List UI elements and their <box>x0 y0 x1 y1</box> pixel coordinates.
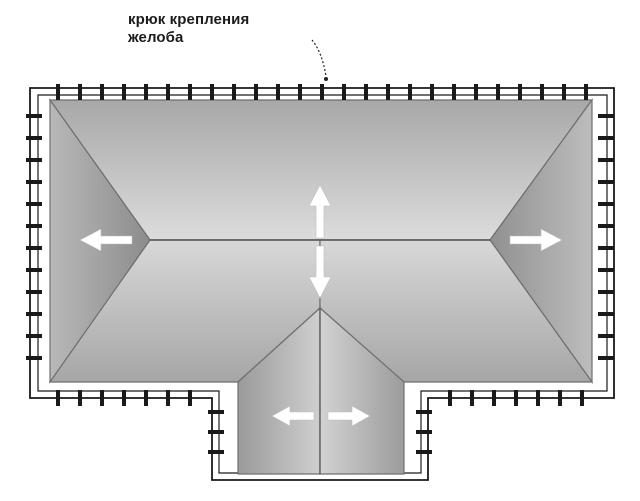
gutter-hook-icon <box>26 290 42 294</box>
gutter-hook-icon <box>56 390 60 406</box>
gutter-hooks <box>26 84 614 454</box>
gutter-hook-icon <box>416 410 432 414</box>
gutter-hook-icon <box>430 84 434 100</box>
gutter-hook-icon <box>166 390 170 406</box>
callout-label-line1: крюк крепления <box>128 11 250 28</box>
gutter-hook-icon <box>448 390 452 406</box>
gutter-hook-icon <box>78 84 82 100</box>
callout-label-line2: желоба <box>128 29 184 46</box>
gutter-hook-icon <box>474 84 478 100</box>
gutter-hook-icon <box>540 84 544 100</box>
gutter-hook-icon <box>26 268 42 272</box>
gutter-hook-icon <box>364 84 368 100</box>
gutter-hook-icon <box>598 334 614 338</box>
gutter-hook-icon <box>470 390 474 406</box>
gutter-hook-icon <box>416 450 432 454</box>
drainage-arrows <box>79 184 563 427</box>
gutter-hook-icon <box>518 84 522 100</box>
gutter-hook-icon <box>254 84 258 100</box>
gutter-hook-icon <box>276 84 280 100</box>
callout-leader-dot <box>324 77 328 81</box>
gutter-hook-icon <box>514 390 518 406</box>
gutter-hook-icon <box>598 158 614 162</box>
gutter-hook-icon <box>598 114 614 118</box>
gutter-hook-icon <box>342 84 346 100</box>
gutter-hook-icon <box>208 410 224 414</box>
gutter-hook-icon <box>558 390 562 406</box>
gutter-hook-icon <box>598 136 614 140</box>
callout-leader-line <box>311 39 327 77</box>
gutter-hook-icon <box>144 390 148 406</box>
gutter-hook-icon <box>598 202 614 206</box>
drain-arrow-icon <box>79 228 133 252</box>
gutter-outline <box>29 87 615 481</box>
gutter-hook-icon <box>26 224 42 228</box>
gutter-hook-icon <box>416 430 432 434</box>
gutter-hook-icon <box>26 334 42 338</box>
gutter-hook-icon <box>26 202 42 206</box>
gutter-hook-icon <box>298 84 302 100</box>
drain-arrow-icon <box>271 405 315 427</box>
gutter-hook-icon <box>598 224 614 228</box>
drain-arrow-icon <box>308 184 332 239</box>
gutter-hook-icon <box>320 84 324 100</box>
gutter-hook-icon <box>56 84 60 100</box>
gutter-hook-icon <box>584 84 588 100</box>
gutter-hook-icon <box>100 390 104 406</box>
gutter-hook-icon <box>26 136 42 140</box>
gutter-hook-icon <box>598 180 614 184</box>
gutter-hook-icon <box>232 84 236 100</box>
gutter-hook-icon <box>122 390 126 406</box>
gutter-hook-icon <box>536 390 540 406</box>
gutter-hook-icon <box>598 356 614 360</box>
drain-arrow-icon <box>308 245 332 299</box>
gutter-hook-icon <box>122 84 126 100</box>
gutter-hook-icon <box>580 390 584 406</box>
drain-arrow-icon <box>327 405 371 427</box>
gutter-hook-icon <box>598 312 614 316</box>
gutter-hook-icon <box>598 290 614 294</box>
gutter-hook-icon <box>598 246 614 250</box>
gutter-hook-icon <box>386 84 390 100</box>
callout-label: крюк крепления желоба <box>128 11 328 47</box>
gutter-hook-icon <box>100 84 104 100</box>
gutter-hook-icon <box>144 84 148 100</box>
gutter-hook-icon <box>26 180 42 184</box>
gutter-hook-icon <box>166 84 170 100</box>
gutter-hook-icon <box>26 312 42 316</box>
gutter-hook-icon <box>208 430 224 434</box>
gutter-hook-icon <box>26 114 42 118</box>
gutter-hook-icon <box>188 390 192 406</box>
gutter-hook-icon <box>188 84 192 100</box>
gutter-hook-icon <box>408 84 412 100</box>
gutter-hook-icon <box>492 390 496 406</box>
gutter-hook-icon <box>26 158 42 162</box>
gutter-hook-icon <box>562 84 566 100</box>
gutter-hook-icon <box>26 246 42 250</box>
gutter-hook-icon <box>210 84 214 100</box>
drain-arrow-icon <box>509 228 563 252</box>
gutter-hook-icon <box>598 268 614 272</box>
gutter-hook-icon <box>452 84 456 100</box>
gutter-hook-icon <box>208 450 224 454</box>
gutter-hook-icon <box>496 84 500 100</box>
gutter-hook-icon <box>78 390 82 406</box>
gutter-hook-icon <box>26 356 42 360</box>
